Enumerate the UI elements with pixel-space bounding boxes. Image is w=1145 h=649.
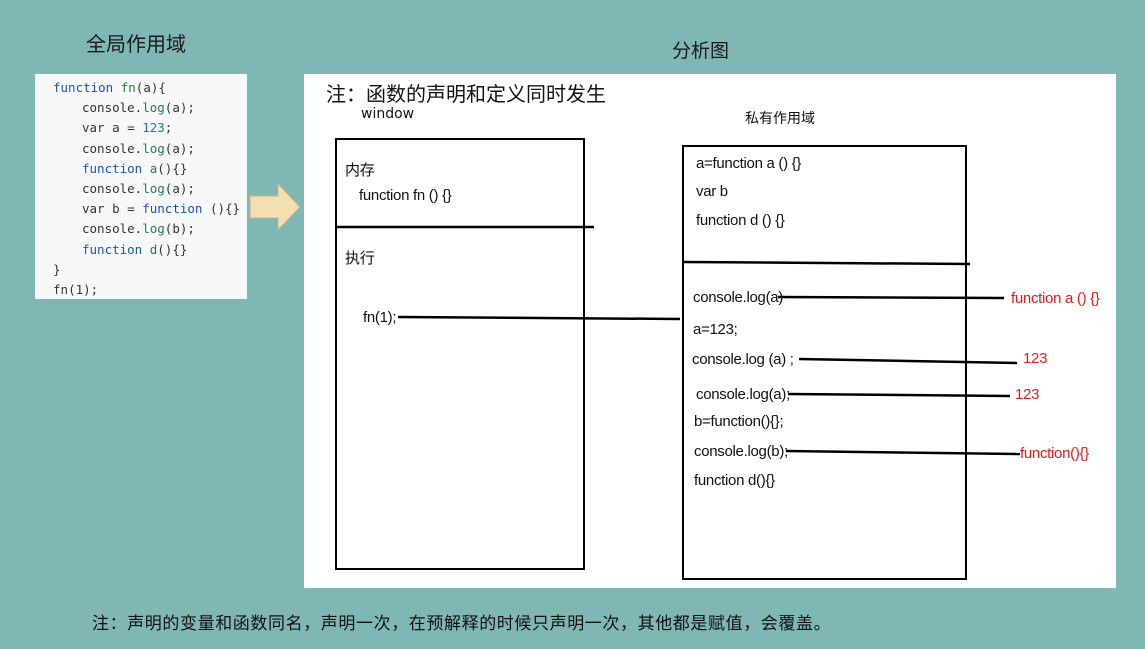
private-exec-item: function d(){} xyxy=(694,472,775,489)
console-output: function a () {} xyxy=(1011,290,1100,307)
code-line: var a = 123; xyxy=(35,118,247,138)
output-line-1 xyxy=(777,295,1005,300)
code-token: (){} xyxy=(157,241,188,257)
code-token: fn xyxy=(120,80,136,95)
call-connector-line xyxy=(397,315,681,321)
code-token: (){} xyxy=(157,160,188,176)
analysis-panel xyxy=(304,74,1116,588)
code-line: console.log(b); xyxy=(35,219,247,239)
code-line: function fn(a){ xyxy=(35,78,247,98)
code-token: (b); xyxy=(164,221,195,237)
code-token: var b = xyxy=(82,201,143,217)
code-line: } xyxy=(35,260,247,280)
code-token: a xyxy=(149,160,158,176)
code-token: log xyxy=(142,140,165,156)
code-token: d xyxy=(149,241,158,257)
private-exec-item: console.log(a); xyxy=(696,386,790,403)
code-token: console. xyxy=(82,221,143,237)
declaration-note: 注：函数的声明和定义同时发生 xyxy=(326,82,606,106)
private-exec-item: console.log (a) ; xyxy=(692,351,794,368)
private-exec-item: console.log(b); xyxy=(694,443,788,460)
analysis-title: 分析图 xyxy=(672,40,730,62)
private-exec-item: b=function(){}; xyxy=(694,413,784,430)
code-token: ; xyxy=(164,120,173,136)
output-line-3 xyxy=(787,392,1011,398)
code-token: (){} xyxy=(209,201,241,217)
code-token: (a){ xyxy=(135,80,166,95)
console-output: 123 xyxy=(1015,386,1040,403)
memory-fn-declaration: function fn () {} xyxy=(359,187,452,204)
private-exec-item: a=123; xyxy=(693,321,738,338)
global-scope-title: 全局作用域 xyxy=(86,32,186,56)
code-token: var a = xyxy=(82,120,143,136)
code-token: console. xyxy=(82,140,143,156)
code-token: function xyxy=(82,241,150,257)
exec-label: 执行 xyxy=(345,250,375,267)
code-line: function d(){} xyxy=(35,240,247,260)
code-token: function xyxy=(142,201,210,217)
code-token: function xyxy=(53,80,121,95)
window-scope-box xyxy=(335,138,585,570)
code-line: function a(){} xyxy=(35,159,247,179)
code-line: fn(1); xyxy=(35,280,247,300)
console-output: 123 xyxy=(1023,350,1048,367)
private-memory-item: var b xyxy=(696,183,728,200)
code-token: } xyxy=(53,261,61,277)
code-token: (1); xyxy=(68,281,99,297)
private-exec-item: console.log(a) xyxy=(693,289,784,306)
code-token: fn xyxy=(53,281,69,297)
private-memory-item: a=function a () {} xyxy=(696,155,802,172)
output-line-4 xyxy=(785,449,1021,456)
code-token: console. xyxy=(82,100,143,116)
right-arrow-icon xyxy=(249,183,301,231)
private-divider-line xyxy=(682,260,971,266)
window-label: window xyxy=(361,106,415,122)
private-memory-item: function d () {} xyxy=(696,212,785,229)
output-line-2 xyxy=(798,357,1018,365)
code-token: function xyxy=(82,160,150,176)
memory-label: 内存 xyxy=(345,162,375,179)
code-snippet: function fn(a){console.log(a);var a = 12… xyxy=(35,74,247,299)
code-token: (a); xyxy=(164,140,195,156)
code-token: console. xyxy=(82,180,143,196)
code-token: (a); xyxy=(164,180,195,196)
code-line: console.log(a); xyxy=(35,139,247,159)
console-output: function(){} xyxy=(1020,445,1089,462)
code-token: log xyxy=(142,180,165,196)
code-line: console.log(a); xyxy=(35,179,247,199)
code-line: console.log(a); xyxy=(35,98,247,118)
bottom-note: 注：声明的变量和函数同名，声明一次，在预解释的时候只声明一次，其他都是赋值，会覆… xyxy=(92,614,832,634)
code-token: log xyxy=(142,221,165,237)
private-scope-label: 私有作用域 xyxy=(745,111,815,127)
fn-call: fn(1); xyxy=(363,309,397,326)
code-line: var b = function (){} xyxy=(35,199,247,219)
code-token: log xyxy=(142,100,165,116)
code-token: (a); xyxy=(164,100,195,116)
code-token: 123 xyxy=(142,120,165,136)
